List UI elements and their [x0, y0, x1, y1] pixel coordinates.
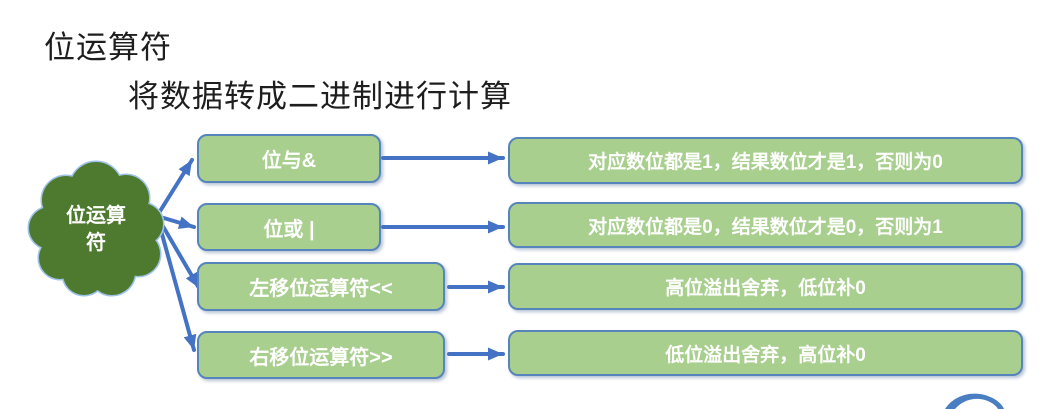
description-box-bit-and: 对应数位都是1，结果数位才是1，否则为0 — [508, 137, 1023, 184]
swoosh-icon — [945, 393, 1004, 409]
cloud-label: 位运算 符 — [26, 158, 166, 302]
operator-box-right-shift: 右移位运算符>> — [197, 331, 445, 379]
cloud-shape: 位运算 符 — [26, 158, 166, 302]
page-subtitle: 将数据转成二进制进行计算 — [128, 79, 512, 114]
arrow-cloud-to-op4 — [155, 214, 197, 352]
page-title: 位运算符 — [44, 30, 172, 65]
operator-box-bit-and: 位与& — [197, 134, 381, 183]
description-box-bit-or: 对应数位都是0，结果数位才是0，否则为1 — [508, 202, 1023, 248]
operator-box-bit-or: 位或 | — [197, 203, 381, 251]
description-box-right-shift: 低位溢出舍弃，高位补0 — [508, 330, 1023, 376]
cloud-label-line2: 符 — [86, 232, 106, 254]
cloud-label-line1: 位运算 — [66, 205, 126, 227]
description-box-left-shift: 高位溢出舍弃，低位补0 — [508, 263, 1023, 310]
cloud-icon — [27, 160, 165, 297]
arrow-cloud-to-op1 — [155, 158, 194, 218]
operator-box-left-shift: 左移位运算符<< — [197, 262, 445, 311]
